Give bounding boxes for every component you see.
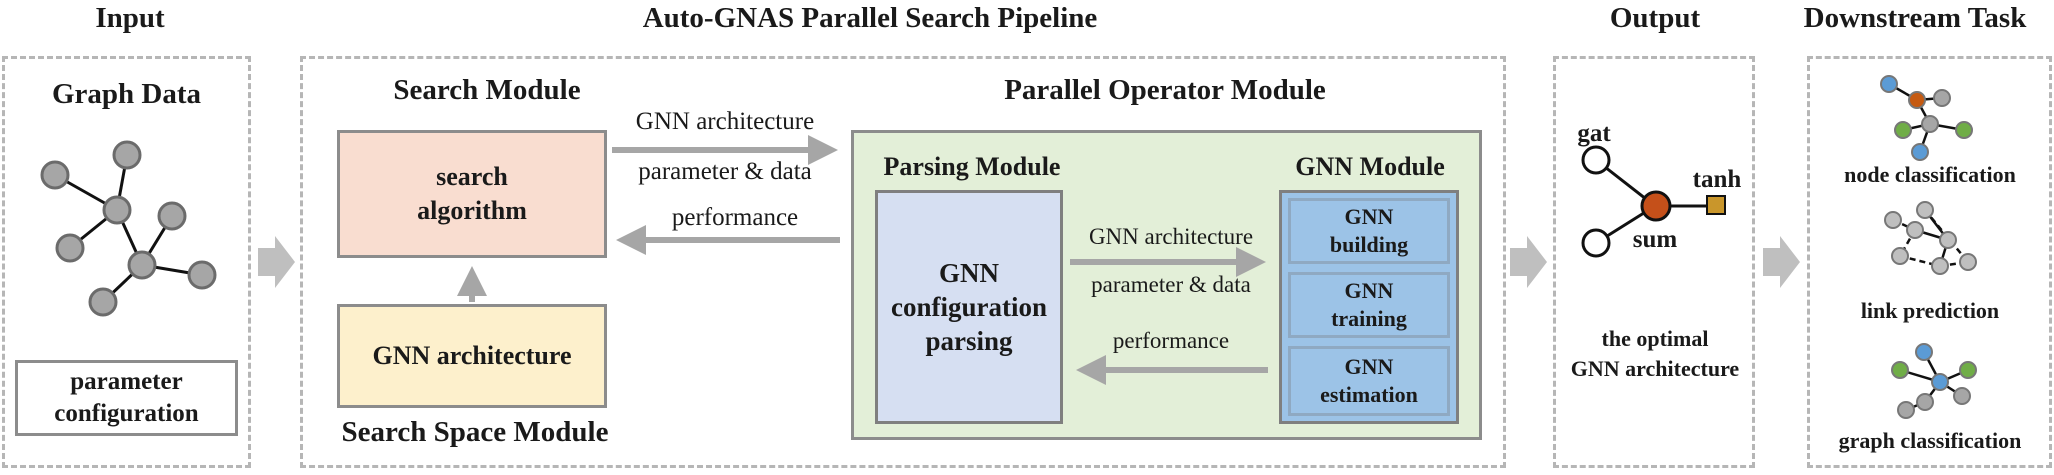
search-space-box: GNN architecture <box>337 304 607 408</box>
output-caption-line2: GNN architecture <box>1570 356 1740 381</box>
gnn-building-line1: GNN <box>1344 204 1394 229</box>
mid-label-performance: performance <box>1112 328 1230 353</box>
output-caption-line1: the optimal <box>1601 326 1709 351</box>
output-caption: the optimal GNN architecture <box>1560 324 1750 384</box>
gnn-training-box: GNN training <box>1288 272 1450 338</box>
pipeline-to-output-arrow <box>1510 236 1547 288</box>
gnn-estimation-line1: GNN <box>1344 354 1394 379</box>
parallel-operator-title: Parallel Operator Module <box>1004 74 1326 106</box>
output-frame <box>1553 56 1755 468</box>
search-space-module-title: Search Space Module <box>341 416 609 448</box>
arrow-label-parameter-data: parameter & data <box>638 158 812 185</box>
node-classification-label: node classification <box>1844 162 2016 187</box>
search-algorithm-box: search algorithm <box>337 130 607 258</box>
parsing-line3: parsing <box>925 326 1013 356</box>
search-algorithm-line1: search <box>436 162 508 191</box>
gnn-module-title: GNN Module <box>1295 152 1445 181</box>
downstream-frame <box>1807 56 2052 468</box>
arrow-label-performance: performance <box>671 204 799 231</box>
input-to-pipeline-arrow <box>258 236 295 288</box>
search-space-label: GNN architecture <box>372 341 572 370</box>
link-prediction-label: link prediction <box>1860 298 2000 323</box>
pipeline-frame <box>300 56 1506 468</box>
param-config-line1: parameter <box>70 368 183 395</box>
output-gat-label: gat <box>1577 120 1611 147</box>
input-section-title: Input <box>95 2 165 34</box>
downstream-section-title: Downstream Task <box>1803 2 2027 34</box>
parsing-line1: GNN <box>939 258 999 288</box>
gnn-training-line1: GNN <box>1344 278 1394 303</box>
gnn-building-line2: building <box>1329 232 1409 257</box>
output-to-downstream-arrow <box>1763 236 1800 288</box>
parsing-line2: configuration <box>890 292 1047 322</box>
gnn-training-line2: training <box>1331 306 1407 331</box>
output-section-title: Output <box>1609 2 1701 34</box>
parameter-configuration-box: parameter configuration <box>15 360 238 436</box>
param-config-line2: configuration <box>54 400 199 427</box>
parsing-module-title: Parsing Module <box>883 152 1061 181</box>
parsing-module-box: GNN configuration parsing <box>875 190 1063 424</box>
graph-data-title: Graph Data <box>51 78 202 110</box>
search-algorithm-line2: algorithm <box>417 196 527 225</box>
gnn-estimation-box: GNN estimation <box>1288 346 1450 416</box>
gnn-estimation-line2: estimation <box>1320 382 1418 407</box>
mid-label-gnn-architecture: GNN architecture <box>1088 224 1254 249</box>
graph-classification-label: graph classification <box>1838 428 2022 453</box>
input-frame <box>2 56 251 468</box>
pipeline-section-title: Auto-GNAS Parallel Search Pipeline <box>642 2 1098 34</box>
output-sum-label: sum <box>1632 226 1678 253</box>
search-module-title: Search Module <box>393 74 581 106</box>
arrow-label-gnn-architecture: GNN architecture <box>635 108 815 135</box>
gnn-building-box: GNN building <box>1288 198 1450 264</box>
mid-label-parameter-data: parameter & data <box>1091 272 1251 297</box>
output-tanh-label: tanh <box>1692 166 1742 193</box>
